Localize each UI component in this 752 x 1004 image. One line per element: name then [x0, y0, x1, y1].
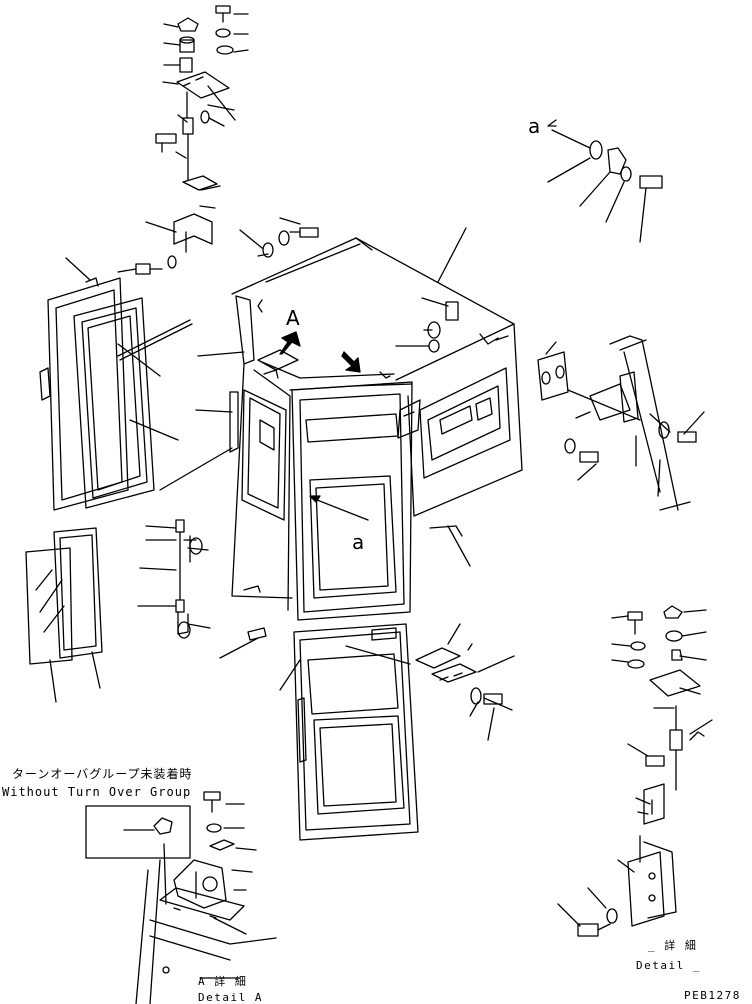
bottom-right-detail	[557, 605, 713, 937]
door-assembly	[219, 585, 419, 841]
detail-a-title-jp: A 詳 細	[198, 975, 248, 988]
cab-top-bolts	[117, 217, 319, 275]
detail-b-title-en: Detail _	[636, 959, 701, 972]
right-hinge-assembly	[379, 227, 705, 567]
misc-leaders	[159, 299, 263, 491]
top-hinge-hardware	[145, 5, 249, 253]
detail-b-title-jp: _ 詳 細	[648, 939, 698, 952]
cab-body	[231, 237, 523, 621]
note-japanese: ターンオーバグループ未装着時	[12, 767, 193, 781]
door-rod-assembly	[137, 391, 239, 639]
view-a-label: A	[286, 306, 300, 330]
note-english: Without Turn Over Group	[2, 785, 192, 799]
reference-a-top-label: a	[528, 114, 541, 138]
drawing-number: PEB1278	[684, 989, 741, 1002]
detail-a-title-en: Detail A	[198, 991, 263, 1004]
view-arrows	[279, 331, 369, 521]
left-window-assembly	[25, 257, 193, 703]
detail-a-inset	[85, 791, 277, 1004]
door-latch-assembly	[345, 623, 515, 741]
reference-a-mid-label: a	[352, 530, 365, 554]
detail-a-parts	[547, 119, 663, 243]
